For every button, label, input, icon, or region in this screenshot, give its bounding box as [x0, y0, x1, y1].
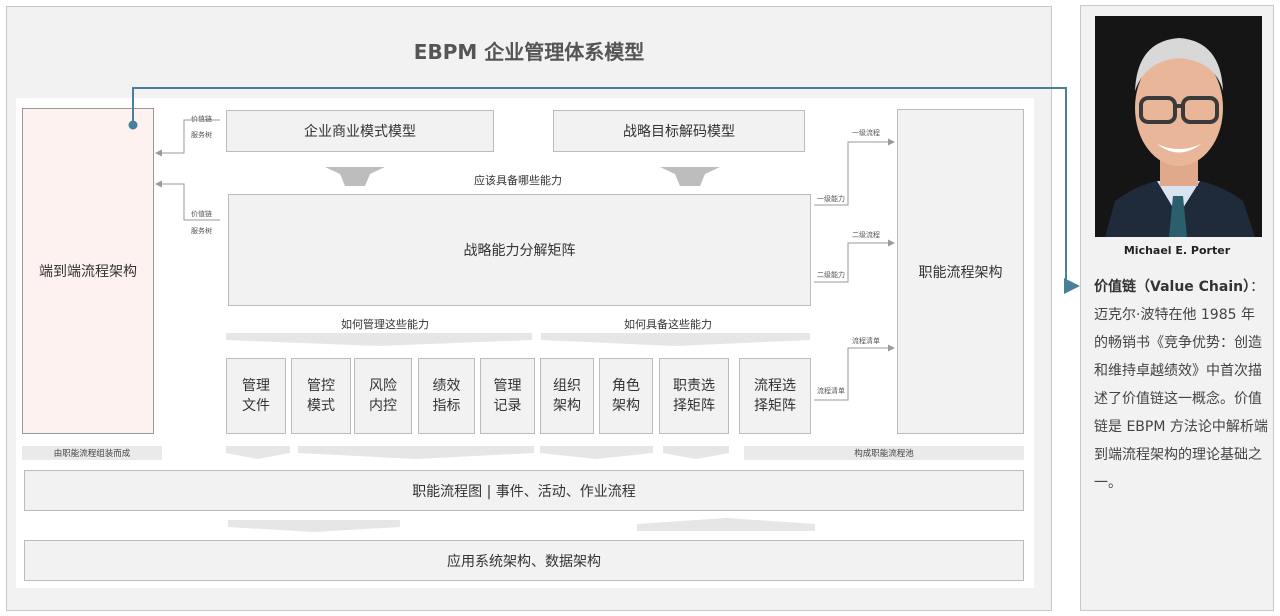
end-to-end-process-box: 端到端流程架构 [22, 108, 154, 434]
item-line-1: 流程选 [754, 378, 796, 394]
item-line-2: 指标 [432, 398, 461, 414]
item-line-2: 择矩阵 [754, 398, 796, 414]
left-arrow-2 [155, 180, 220, 221]
risk-control-box: 风险内控 [354, 358, 412, 434]
left-arrow-1 [155, 119, 220, 157]
process-selection-matrix-box: 流程选择矩阵 [739, 358, 811, 434]
item-line-1: 管理 [242, 378, 270, 394]
item-chevron-2 [298, 446, 534, 459]
item-line-1: 职责选 [673, 378, 715, 394]
system-architecture-bar: 应用系统架构、数据架构 [24, 540, 1024, 581]
process-pool-band: 构成职能流程池 [744, 446, 1024, 460]
item-line-1: 角色 [612, 378, 640, 394]
service-tree-label-2: 服务树 [191, 227, 212, 235]
diagram-title: EBPM 企业管理体系模型 [413, 40, 645, 64]
item-line-1: 风险 [369, 378, 397, 394]
item-line-2: 文件 [242, 398, 270, 414]
item-line-2: 记录 [493, 398, 522, 414]
responsibility-matrix-box: 职责选择矩阵 [659, 358, 729, 434]
level1-capability-label: 一级能力 [817, 195, 845, 203]
portrait-photo [1095, 16, 1262, 237]
item-chevron-4 [663, 446, 729, 459]
manage-chevron [226, 333, 532, 346]
down-chevron-bottom [228, 520, 400, 532]
level1-process-label: 一级流程 [852, 129, 880, 137]
possess-capability-label: 如何具备这些能力 [624, 318, 712, 331]
right-arrow-2 [814, 239, 895, 283]
level2-capability-label: 二级能力 [817, 271, 845, 279]
up-chevron-bottom [637, 518, 815, 531]
performance-indicator-box: 绩效指标 [418, 358, 475, 434]
item-line-1: 绩效 [432, 378, 461, 394]
item-line-2: 内控 [369, 398, 397, 414]
org-structure-box: 组织架构 [540, 358, 594, 434]
functional-process-box: 职能流程架构 [897, 109, 1024, 434]
item-line-2: 模式 [307, 398, 335, 414]
level2-process-label: 二级流程 [852, 231, 880, 239]
item-line-2: 架构 [612, 398, 640, 414]
process-list-label-top: 流程清单 [852, 337, 880, 345]
assembled-band: 由职能流程组装而成 [22, 446, 162, 460]
down-arrow-left [325, 167, 385, 186]
capability-question-label: 应该具备哪些能力 [474, 174, 562, 187]
value-chain-description: 价值链（Value Chain）：迈克尔·波特在他 1985 年的畅销书《竞争优… [1094, 273, 1268, 497]
value-chain-connector [128, 87, 1080, 294]
value-chain-body: ：迈克尔·波特在他 1985 年的畅销书《竞争优势：创造和维持卓越绩效》中首次描… [1094, 279, 1268, 491]
value-chain-heading: 价值链（Value Chain） [1094, 279, 1251, 295]
strategy-decoding-box: 战略目标解码模型 [553, 110, 805, 152]
portrait-illustration [1095, 16, 1262, 237]
manage-capability-label: 如何管理这些能力 [341, 318, 429, 331]
item-chevron-3 [540, 446, 653, 459]
item-line-1: 管控 [307, 378, 335, 394]
item-line-2: 架构 [553, 398, 581, 414]
right-arrow-3 [814, 344, 895, 401]
down-arrow-right [660, 167, 720, 186]
control-mode-box: 管控模式 [291, 358, 351, 434]
item-line-2: 择矩阵 [673, 398, 715, 414]
item-line-1: 组织 [553, 378, 581, 394]
service-tree-label-1: 服务树 [191, 131, 212, 139]
business-model-box: 企业商业模式模型 [226, 110, 494, 152]
process-chart-bar: 职能流程图 | 事件、活动、作业流程 [24, 470, 1024, 511]
item-line-1: 管理 [493, 378, 522, 394]
possess-chevron [541, 333, 810, 346]
right-arrow-1 [814, 138, 895, 206]
value-chain-label-2: 价值链 [191, 210, 212, 218]
value-chain-label-1: 价值链 [191, 115, 212, 123]
management-documents-box: 管理文件 [226, 358, 286, 434]
portrait-caption: Michael E. Porter [1123, 244, 1231, 257]
item-chevron-1 [226, 446, 290, 459]
management-records-box: 管理记录 [480, 358, 535, 434]
process-list-label: 流程清单 [817, 387, 845, 395]
capability-matrix-box: 战略能力分解矩阵 [228, 194, 811, 306]
role-structure-box: 角色架构 [599, 358, 653, 434]
